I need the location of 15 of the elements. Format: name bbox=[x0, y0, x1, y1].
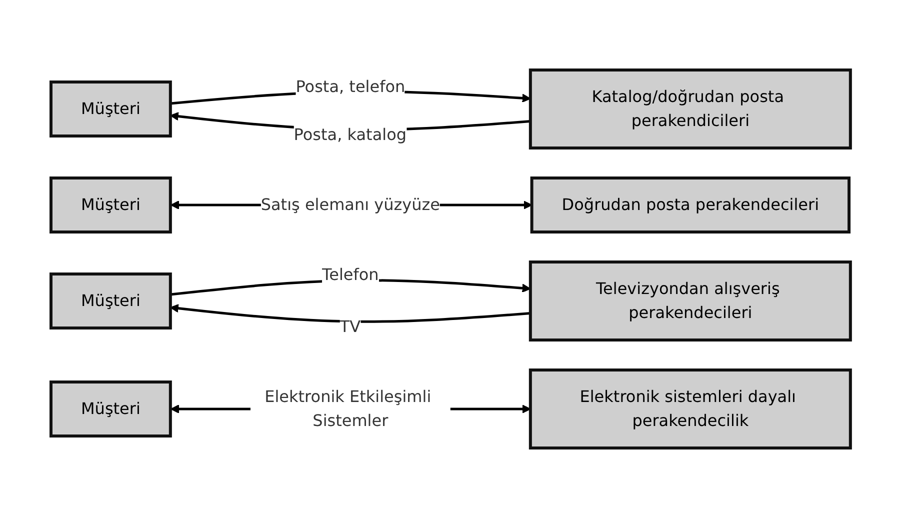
edge-label: Telefon bbox=[322, 264, 379, 284]
edge-label: TV bbox=[340, 316, 360, 336]
node-box: Müşteri bbox=[49, 272, 172, 329]
edge-label: Posta, katalog bbox=[294, 124, 406, 144]
edge-label: Elektronik Etkileşimli Sistemler bbox=[264, 386, 431, 430]
node-box: Müşteri bbox=[49, 80, 172, 137]
node-box: Katalog/doğrudan posta perakendicileri bbox=[528, 68, 852, 149]
arrow bbox=[170, 303, 530, 322]
node-box: Müşteri bbox=[49, 176, 172, 233]
node-box: Televizyondan alışveriş perakendecileri bbox=[528, 260, 852, 341]
edge-label: Posta, telefon bbox=[295, 76, 405, 96]
node-box: Doğrudan posta perakendecileri bbox=[530, 176, 850, 233]
edge-label: Satış elemanı yüzyüze bbox=[260, 194, 440, 214]
node-box: Müşteri bbox=[49, 380, 172, 437]
node-box: Elektronik sistemleri dayalı perakendecilik bbox=[528, 368, 852, 449]
